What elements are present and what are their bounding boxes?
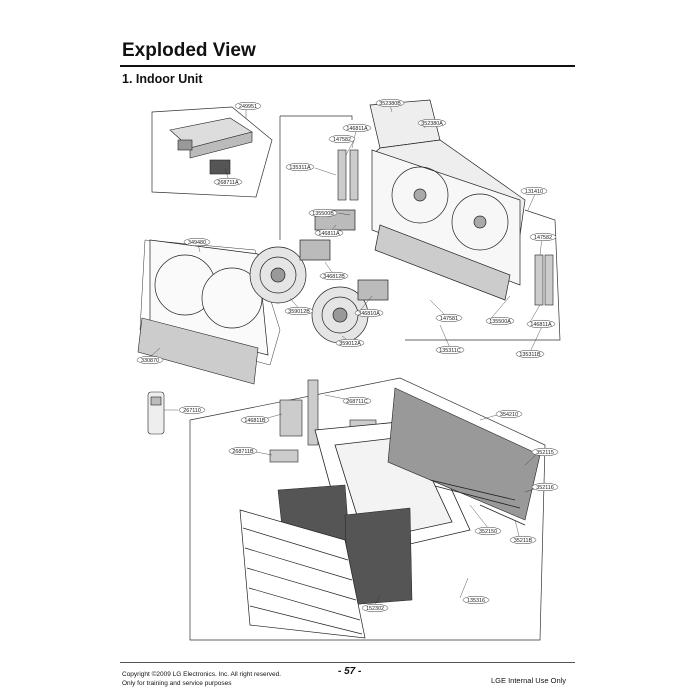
callout-349480: 349480	[183, 237, 211, 247]
refrigerant-pipes	[429, 479, 526, 526]
front-louvre-panel	[239, 509, 366, 639]
svg-text:146811A: 146811A	[346, 126, 368, 132]
rear-cabinet-illustration	[369, 99, 526, 301]
svg-text:346812B: 346812B	[323, 274, 345, 280]
svg-text:330870: 330870	[141, 358, 159, 364]
svg-text:359012B: 359012B	[288, 309, 310, 315]
callout-352150: 352150	[474, 526, 502, 536]
svg-text:268711A: 268711A	[217, 180, 239, 186]
internal-use-label: LGE Internal Use Only	[491, 676, 567, 685]
svg-text:249951: 249951	[239, 104, 257, 110]
svg-text:135500A: 135500A	[489, 319, 511, 325]
callout-352115: 352115	[531, 447, 559, 457]
callout-268711A: 268711A	[213, 177, 243, 187]
svg-text:147581: 147581	[440, 316, 458, 322]
callout-146811B: 146811B	[240, 415, 270, 425]
svg-text:135311A: 135311A	[289, 165, 311, 171]
page-number: - 57 -	[338, 666, 362, 677]
svg-text:352380A: 352380A	[421, 121, 443, 127]
callout-135500B: 135500B	[308, 208, 338, 218]
svg-text:268711C: 268711C	[346, 399, 368, 405]
lower-vane-bar	[137, 317, 259, 385]
callout-135311A: 135311A	[285, 162, 315, 172]
callout-359012B: 359012B	[284, 306, 314, 316]
callout-146811A-right: 146811A	[526, 319, 556, 329]
svg-text:359012A: 359012A	[339, 341, 361, 347]
callout-135311B: 135311B	[515, 349, 545, 359]
svg-text:352116: 352116	[536, 485, 554, 491]
frame-upper-right	[405, 209, 561, 341]
callout-135500A: 135500A	[485, 316, 515, 326]
svg-text:349480: 349480	[188, 240, 206, 246]
callout-147581: 147581	[435, 313, 463, 323]
callout-352116: 352116	[531, 482, 559, 492]
evaporator-coil	[387, 387, 541, 521]
svg-text:346810A: 346810A	[358, 311, 380, 317]
footer-rule	[120, 662, 575, 663]
svg-text:152302: 152302	[366, 606, 384, 612]
callout-146811A-mid: 146811A	[314, 228, 344, 238]
callout-268711C: 268711C	[342, 396, 372, 406]
svg-text:352115: 352115	[536, 450, 554, 456]
svg-text:147582: 147582	[333, 137, 351, 143]
frame-fan-shroud	[139, 239, 281, 366]
svg-text:147582: 147582	[534, 235, 552, 241]
callout-346812B: 346812B	[319, 271, 349, 281]
callout-147582-right: 147582	[529, 232, 557, 242]
title-underline	[120, 65, 575, 67]
svg-text:135316: 135316	[467, 598, 485, 604]
callout-131410: 131410	[520, 186, 548, 196]
svg-text:146811A: 146811A	[318, 231, 340, 237]
callout-359012A: 359012A	[335, 338, 365, 348]
section-heading: 1. Indoor Unit	[122, 72, 203, 86]
callout-35211B: 35211B	[509, 535, 537, 545]
svg-text:135311B: 135311B	[519, 352, 541, 358]
callout-352380B: 352380B	[375, 98, 405, 108]
cross-flow-fans	[249, 209, 389, 344]
callout-146811A-top: 146811A	[342, 123, 372, 133]
svg-text:352380B: 352380B	[379, 101, 401, 107]
control-box-illustration	[169, 117, 253, 175]
vertical-louvre-strips	[337, 149, 554, 306]
callout-147582-top: 147582	[328, 134, 356, 144]
training-notice: Only for training and service purposes	[122, 680, 232, 687]
callout-135316: 135316	[462, 595, 490, 605]
svg-text:352150: 352150	[479, 529, 497, 535]
svg-text:146811B: 146811B	[244, 418, 266, 424]
remote-control-illustration	[147, 391, 165, 435]
callout-268711B: 268711B	[228, 446, 258, 456]
inset-frame-control-box	[151, 106, 273, 198]
svg-text:146811A: 146811A	[530, 322, 552, 328]
svg-text:35211B: 35211B	[514, 538, 533, 544]
callout-267110: 267110	[178, 405, 206, 415]
page-title: Exploded View	[122, 40, 256, 61]
copyright-notice: Copyright ©2009 LG Electronics. Inc. All…	[122, 670, 281, 688]
fan-shroud-panel	[149, 239, 269, 356]
frame-upper-assembly	[280, 115, 353, 120]
svg-text:267110: 267110	[183, 408, 201, 414]
callout-152302: 152302	[361, 603, 389, 613]
svg-text:135500B: 135500B	[312, 211, 334, 217]
copyright-line: Copyright ©2009 LG Electronics. Inc. All…	[122, 671, 282, 678]
callout-249951: 249951	[234, 101, 262, 111]
callout-330870: 330870	[136, 355, 164, 365]
callout-135311C: 135311C	[435, 345, 465, 355]
part-callouts: 249951 268711A 352380B 352380A 146811A 1…	[136, 98, 559, 613]
svg-text:131410: 131410	[525, 189, 543, 195]
frame-lower-assembly	[189, 377, 546, 641]
svg-text:135311C: 135311C	[439, 348, 461, 354]
callout-346810A: 346810A	[354, 308, 384, 318]
callout-352380A: 352380A	[417, 118, 447, 128]
callout-354210: 354210	[495, 409, 523, 419]
svg-text:354210: 354210	[500, 412, 518, 418]
svg-text:268711B: 268711B	[232, 449, 254, 455]
